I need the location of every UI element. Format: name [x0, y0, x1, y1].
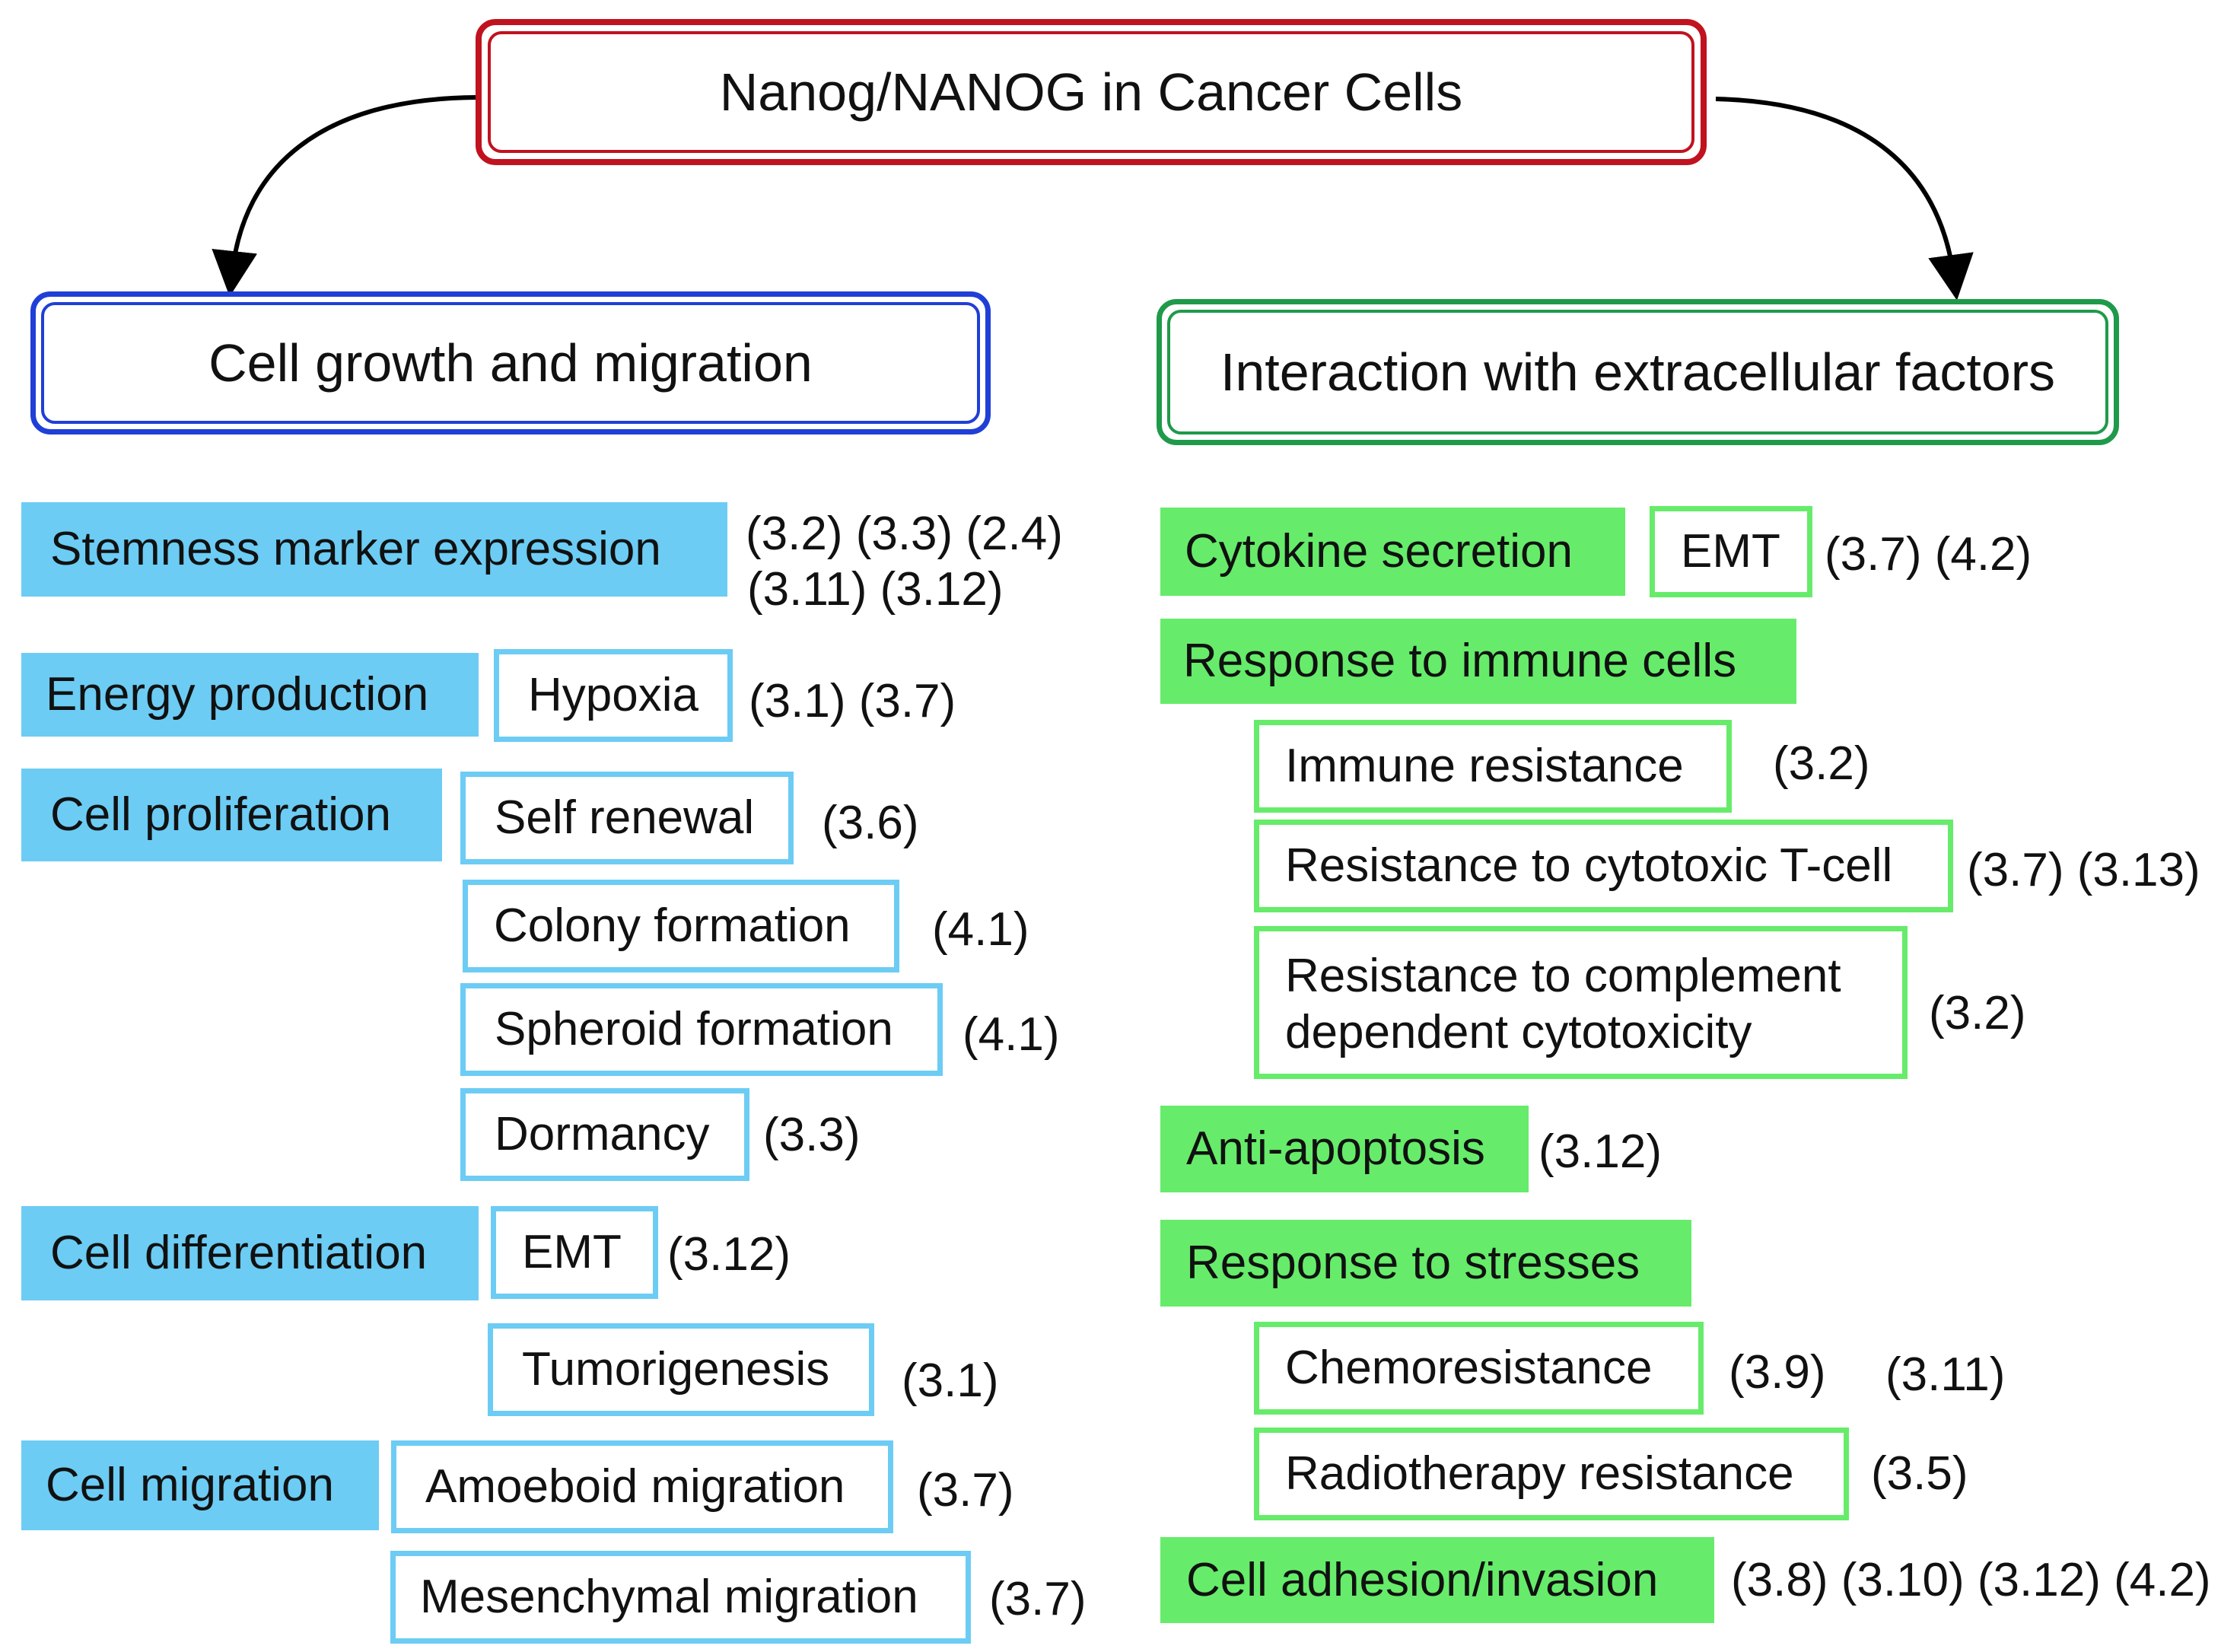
anti-apoptosis-refs: (3.12)	[1538, 1125, 1662, 1178]
tumorigenesis-refs: (3.1)	[902, 1354, 999, 1407]
dormancy-label: Dormancy	[495, 1108, 710, 1160]
tumorigenesis-box: Tumorigenesis	[488, 1323, 874, 1416]
radiotherapy-box: Radiotherapy resistance	[1254, 1428, 1849, 1520]
complement-label-line1: Resistance to complement	[1285, 950, 1841, 1002]
left-heading: Cell growth and migration	[208, 333, 813, 393]
adhesion-box: Cell adhesion/invasion	[1160, 1537, 1714, 1623]
energy-box: Energy production	[21, 653, 479, 737]
stemness-refs-line1: (3.2) (3.3) (2.4)	[746, 508, 1063, 560]
migration-box: Cell migration	[21, 1440, 379, 1530]
stemness-label: Stemness marker expression	[50, 523, 661, 575]
chemoresistance-refs-b: (3.11)	[1885, 1348, 2006, 1401]
stresses-label: Response to stresses	[1186, 1237, 1640, 1289]
title-box: Nanog/NANOG in Cancer Cells	[476, 19, 1707, 165]
proliferation-label: Cell proliferation	[50, 788, 391, 841]
chemoresistance-label: Chemoresistance	[1285, 1342, 1653, 1394]
immune-label: Response to immune cells	[1183, 635, 1737, 687]
dormancy-box: Dormancy	[460, 1088, 749, 1181]
chemoresistance-box: Chemoresistance	[1254, 1322, 1704, 1415]
differentiation-box: Cell differentiation	[21, 1206, 479, 1300]
mesenchymal-migration-label: Mesenchymal migration	[420, 1571, 918, 1623]
migration-label: Cell migration	[46, 1459, 335, 1511]
energy-label: Energy production	[46, 668, 429, 721]
radiotherapy-label: Radiotherapy resistance	[1285, 1447, 1794, 1500]
spheroid-formation-label: Spheroid formation	[495, 1003, 893, 1055]
amoeboid-migration-label: Amoeboid migration	[425, 1460, 845, 1513]
self-renewal-label: Self renewal	[495, 791, 755, 844]
immune-box: Response to immune cells	[1160, 619, 1796, 704]
right-heading-box: Interaction with extracellular factors	[1157, 299, 2119, 445]
diagram-title: Nanog/NANOG in Cancer Cells	[719, 62, 1463, 122]
stresses-box: Response to stresses	[1160, 1220, 1691, 1307]
differentiation-label: Cell differentiation	[50, 1227, 428, 1279]
dormancy-refs: (3.3)	[763, 1109, 861, 1161]
tumorigenesis-label: Tumorigenesis	[522, 1343, 830, 1396]
energy-refs: (3.1) (3.7)	[749, 675, 956, 727]
emt-left-box: EMT	[491, 1206, 658, 1299]
adhesion-refs: (3.8) (3.10) (3.12) (4.2)	[1731, 1554, 2211, 1606]
cytotoxic-t-cell-refs: (3.7) (3.13)	[1967, 844, 2200, 896]
spheroid-formation-refs: (4.1)	[963, 1008, 1060, 1061]
immune-resistance-label: Immune resistance	[1285, 740, 1684, 792]
colony-formation-refs: (4.1)	[932, 903, 1029, 956]
immune-resistance-refs: (3.2)	[1773, 737, 1870, 790]
anti-apoptosis-label: Anti-apoptosis	[1186, 1122, 1485, 1175]
stemness-refs-line2: (3.11) (3.12)	[747, 563, 1004, 616]
complement-box: Resistance to complement dependent cytot…	[1254, 926, 1908, 1079]
colony-formation-label: Colony formation	[494, 899, 851, 952]
cytokine-box: Cytokine secretion	[1160, 508, 1625, 596]
radiotherapy-refs: (3.5)	[1871, 1447, 1968, 1500]
hypoxia-label: Hypoxia	[528, 669, 698, 721]
anti-apoptosis-box: Anti-apoptosis	[1160, 1106, 1529, 1192]
immune-resistance-box: Immune resistance	[1254, 720, 1732, 813]
emt-left-refs: (3.12)	[667, 1228, 791, 1281]
amoeboid-migration-refs: (3.7)	[917, 1464, 1014, 1517]
right-heading: Interaction with extracellular factors	[1220, 342, 2056, 402]
cytokine-label: Cytokine secretion	[1185, 525, 1573, 578]
emt-right-label: EMT	[1681, 525, 1780, 578]
cytokine-refs: (3.7) (4.2)	[1825, 528, 2032, 581]
spheroid-formation-box: Spheroid formation	[460, 983, 943, 1076]
arrow-to-left-branch	[212, 95, 476, 297]
cytotoxic-t-cell-box: Resistance to cytotoxic T-cell	[1254, 820, 1953, 912]
left-heading-box: Cell growth and migration	[30, 291, 991, 434]
self-renewal-refs: (3.6)	[822, 797, 919, 849]
amoeboid-migration-box: Amoeboid migration	[391, 1440, 893, 1533]
arrow-to-right-branch	[1715, 97, 1974, 301]
emt-right-box: EMT	[1650, 506, 1812, 597]
hypoxia-box: Hypoxia	[494, 649, 733, 742]
complement-refs: (3.2)	[1929, 987, 2026, 1039]
proliferation-box: Cell proliferation	[21, 769, 442, 861]
self-renewal-box: Self renewal	[460, 772, 794, 864]
mesenchymal-migration-box: Mesenchymal migration	[390, 1551, 971, 1644]
mesenchymal-migration-refs: (3.7)	[989, 1573, 1087, 1625]
stemness-box: Stemness marker expression	[21, 502, 727, 597]
complement-label-line2: dependent cytotoxicity	[1285, 1006, 1752, 1058]
adhesion-label: Cell adhesion/invasion	[1186, 1553, 1659, 1606]
colony-formation-box: Colony formation	[463, 880, 899, 972]
cytotoxic-t-cell-label: Resistance to cytotoxic T-cell	[1285, 839, 1893, 892]
chemoresistance-refs-a: (3.9)	[1729, 1346, 1826, 1399]
emt-left-label: EMT	[522, 1226, 622, 1278]
